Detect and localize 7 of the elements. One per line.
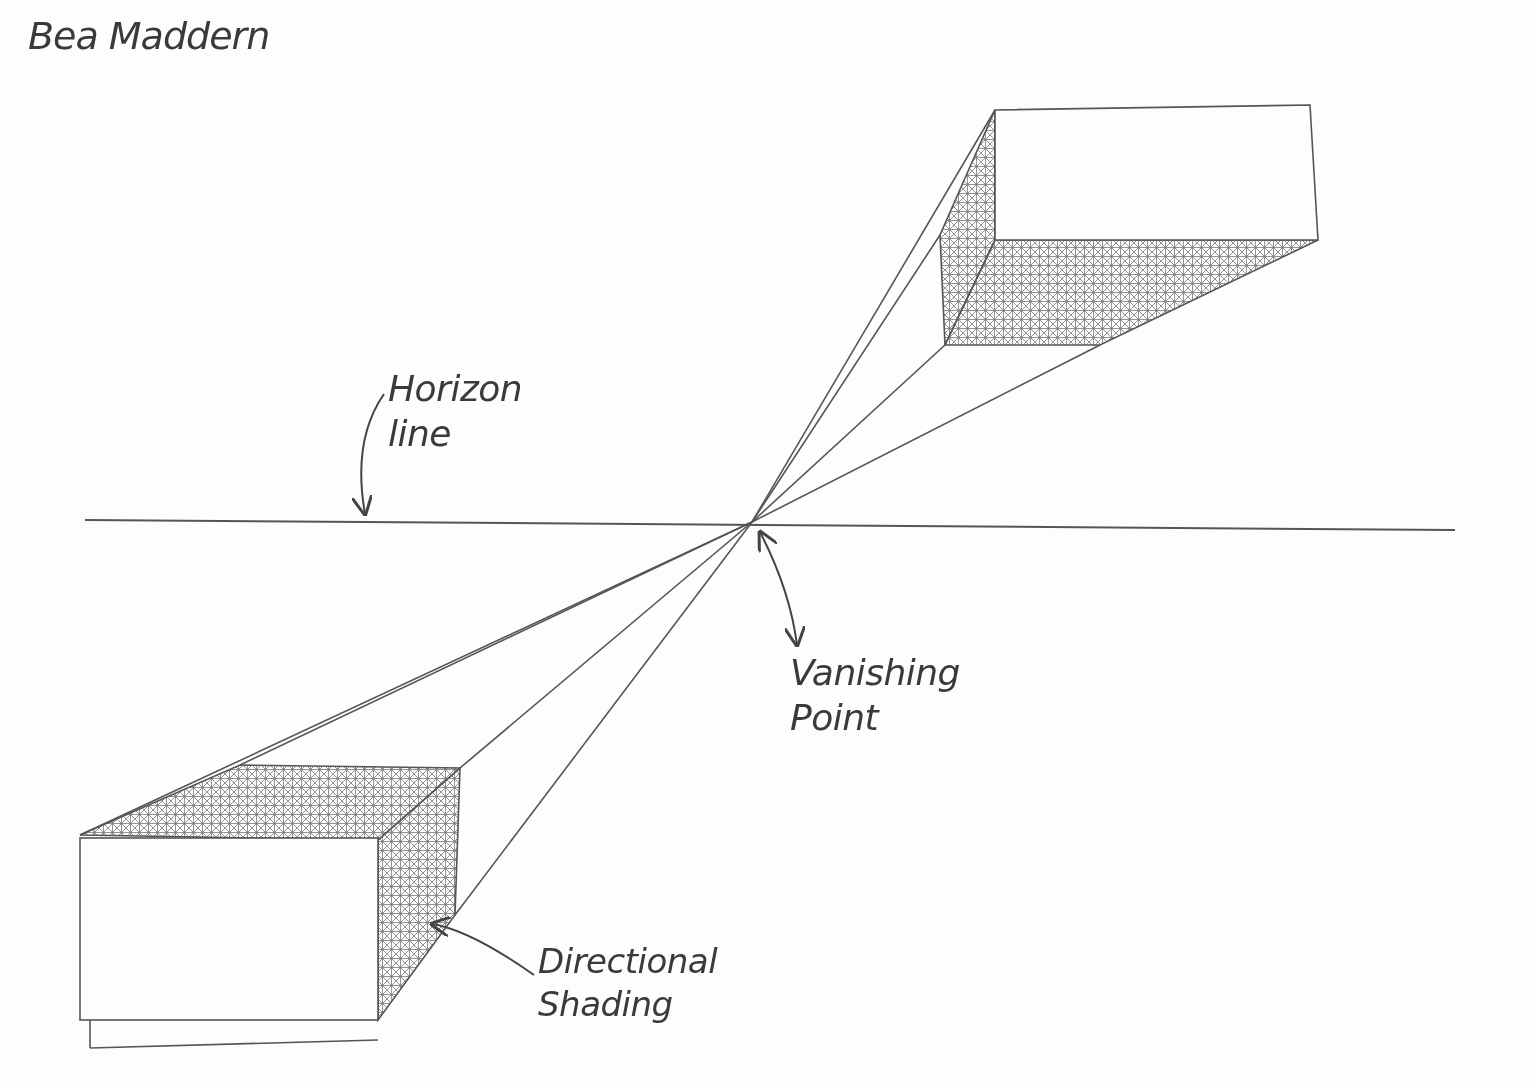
author-name: Bea Maddern [28, 14, 270, 58]
leader-arrow [350, 393, 385, 518]
annotation-text: Directional Shading [538, 940, 778, 1025]
leader-arrow [757, 528, 806, 649]
annotation-text: Vanishing Point [790, 650, 1000, 740]
annotation-text: Horizon line [388, 366, 548, 456]
leader-arrow [428, 916, 535, 976]
